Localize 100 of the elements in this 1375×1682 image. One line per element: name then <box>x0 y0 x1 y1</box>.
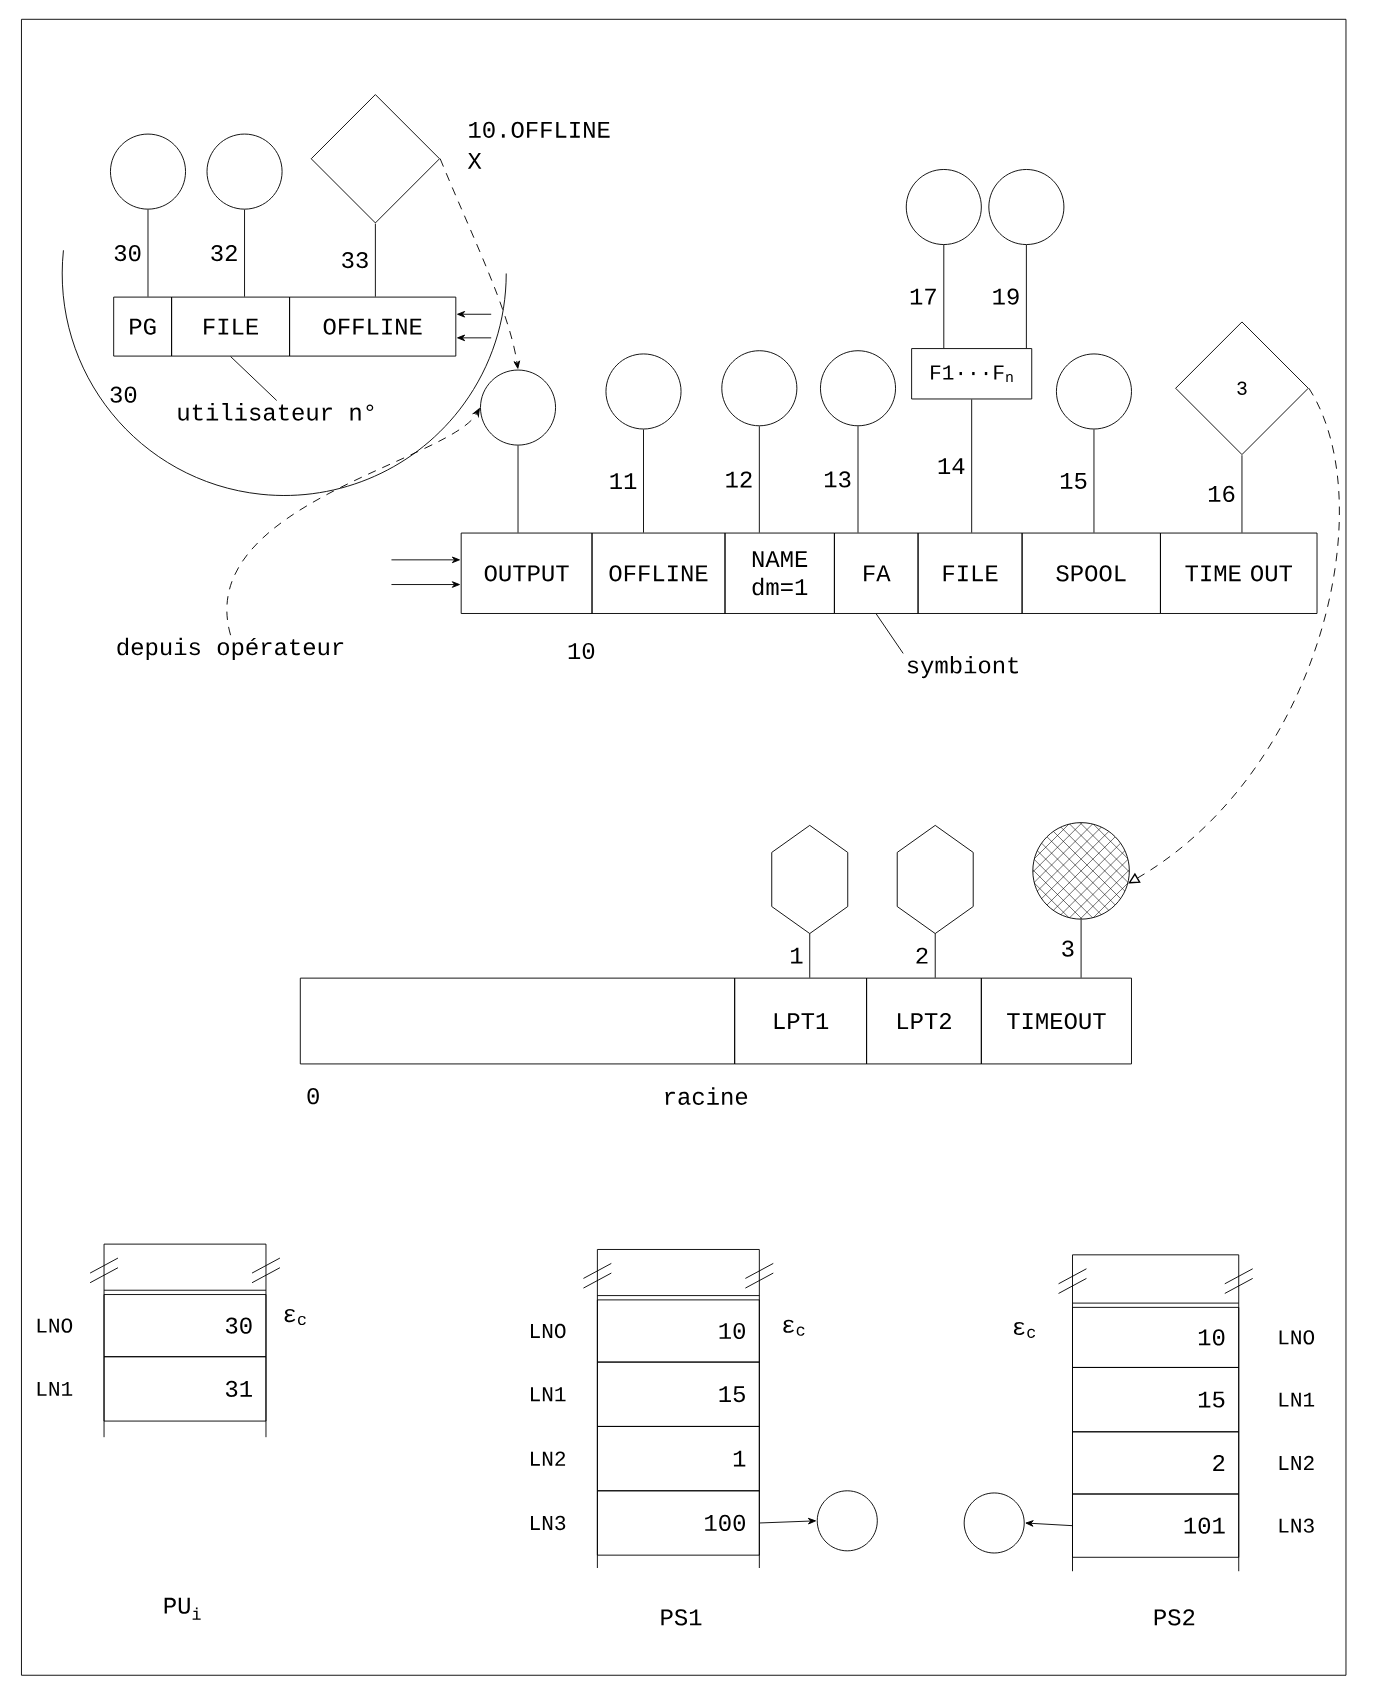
node-side-label: LN3 <box>1279 1518 1314 1533</box>
circle <box>480 369 556 446</box>
edge-label: 32 <box>211 245 237 262</box>
table-cell: FA <box>833 532 919 614</box>
node-label: symbiont <box>907 655 1018 679</box>
arrow <box>391 581 460 588</box>
circle <box>988 169 1065 245</box>
text-label: ε$_{c}$ <box>1013 1321 1036 1338</box>
connector-line <box>374 223 376 298</box>
edge-label: 17 <box>910 288 936 305</box>
connector-line <box>147 209 149 298</box>
connector-line <box>971 398 973 534</box>
table-cell: TIMEOUT <box>980 977 1132 1065</box>
arrow <box>759 1517 816 1525</box>
edge-label: 11 <box>610 473 637 489</box>
node-side-label: LN2 <box>531 1451 566 1466</box>
connector-line <box>244 209 245 298</box>
arrow <box>1025 1520 1073 1527</box>
circle <box>1055 353 1132 430</box>
node-side-label: LNO <box>37 1318 73 1333</box>
node-side-label: LN1 <box>531 1387 566 1402</box>
diamond <box>310 94 440 224</box>
connector-line <box>1093 429 1095 534</box>
connector-line <box>1025 244 1027 349</box>
leader-line <box>230 356 278 401</box>
table-cell: LPT2 <box>866 977 982 1065</box>
node-side-label: LN3 <box>531 1515 566 1531</box>
connector-line <box>809 933 811 979</box>
arrow <box>1128 387 1340 884</box>
table-cell: TIME OUT <box>1160 532 1318 614</box>
edge-label: 16 <box>1208 485 1235 502</box>
table-cell: 10 <box>596 1299 760 1363</box>
edge-label: 3 <box>1062 940 1074 957</box>
table-cell: 30 <box>103 1294 267 1358</box>
circle <box>820 350 896 427</box>
text-label: 0 <box>307 1088 319 1105</box>
connector-line <box>1080 919 1082 979</box>
table-cell: 100 <box>596 1490 760 1556</box>
text-label: ε$_{c}$ <box>783 1319 805 1336</box>
table-cell: PG <box>113 296 173 357</box>
connector-line <box>857 425 859 534</box>
edge-label: 2 <box>916 947 928 964</box>
text-label: ε$_{c}$ <box>284 1309 306 1326</box>
connector-line <box>643 429 644 534</box>
table-cell: 2 <box>1072 1431 1240 1495</box>
hexagon <box>771 824 849 934</box>
node-side-label: LN2 <box>1279 1455 1314 1470</box>
table-cell: 15 <box>1072 1367 1240 1433</box>
table-cell: 15 <box>596 1361 760 1427</box>
edge-label: 15 <box>1060 473 1087 489</box>
circle <box>110 133 186 210</box>
circle <box>721 350 798 427</box>
table-cell: FILE <box>917 532 1023 614</box>
edge-label: 1 <box>791 947 803 964</box>
connector-line <box>1241 454 1243 534</box>
hatched-circle <box>1032 822 1130 920</box>
table-cell: SPOOL <box>1021 532 1161 614</box>
node-side-label: X <box>467 153 482 169</box>
text-label: PS1 <box>661 1609 702 1626</box>
hexagon <box>896 824 974 934</box>
circle <box>605 353 682 430</box>
arrow <box>457 334 492 342</box>
arrow <box>226 408 480 636</box>
table-cell: OFFLINE <box>289 296 457 357</box>
table-cell: OUTPUT <box>460 532 593 614</box>
table-cell: FILE <box>171 296 291 357</box>
node-side-label: 10.OFFLINE <box>469 121 610 138</box>
connector-line <box>934 933 936 979</box>
table-cell: 10 <box>1072 1306 1240 1368</box>
node-label: utilisateur n° <box>178 403 374 421</box>
table-cell <box>299 977 736 1065</box>
leader-line <box>875 613 904 654</box>
arrow <box>439 158 521 369</box>
edge-label: 30 <box>114 245 141 262</box>
node-side-label: LN1 <box>1279 1392 1315 1407</box>
edge-label: 13 <box>824 471 851 488</box>
node-side-label: LNO <box>1279 1330 1315 1345</box>
text-label: 10 <box>568 642 595 660</box>
text-label: racine <box>665 1087 748 1105</box>
connector-line <box>758 425 760 534</box>
table-cell: 31 <box>103 1356 267 1422</box>
text-label: PS2 <box>1154 1609 1195 1626</box>
table-cell: OFFLINE <box>591 532 726 614</box>
connector-line <box>943 244 945 349</box>
text-label: 30 <box>110 386 137 403</box>
edge-label: 19 <box>993 288 1019 305</box>
connector-line <box>517 445 519 534</box>
edge-label: 14 <box>938 458 965 474</box>
circle <box>963 1492 1025 1554</box>
circle <box>816 1490 878 1552</box>
node-side-label: LNO <box>531 1323 566 1339</box>
node-label: depuis opérateur <box>117 637 344 660</box>
node-side-label: LN1 <box>37 1381 73 1396</box>
arrow <box>457 310 492 318</box>
circle <box>206 133 283 210</box>
table-cell: LPT1 <box>734 977 868 1065</box>
circle <box>905 169 982 245</box>
edge-label: 33 <box>342 252 368 269</box>
table-cell: F1···F$_{n}$ <box>911 348 1033 400</box>
text-label: PU$_{i}$ <box>164 1597 201 1620</box>
